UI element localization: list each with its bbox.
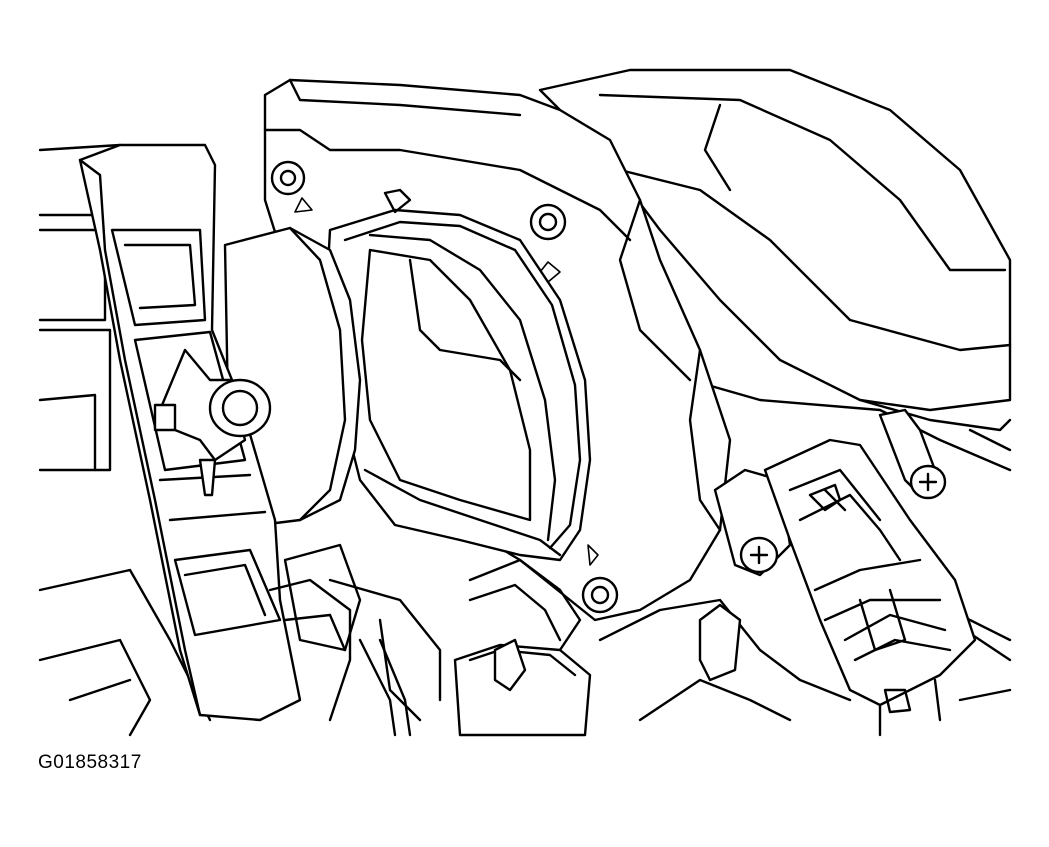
throttle-body-illustration — [38, 68, 1012, 737]
intake-housing — [538, 68, 1012, 472]
screws — [713, 408, 947, 577]
hose-clip — [698, 603, 742, 682]
background-engine-parts — [38, 143, 1012, 737]
figure-code-label: G01858317 — [38, 752, 142, 773]
actuator-drum — [223, 226, 362, 527]
sensor-connector — [763, 438, 977, 714]
vacuum-canister — [453, 643, 592, 737]
throttle-body — [263, 78, 732, 622]
bracket-window-upper — [110, 228, 207, 327]
hoses-and-wiring — [268, 558, 742, 737]
throttle-lever-pin — [153, 348, 272, 497]
